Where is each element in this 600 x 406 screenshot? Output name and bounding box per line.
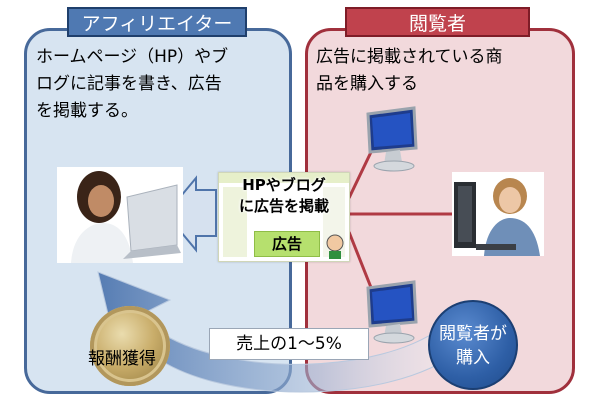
affiliate-title: アフィリエイター <box>67 7 247 37</box>
webpage-caption: HPやブログ に広告を掲載 <box>238 176 329 215</box>
monitor-icon-top <box>362 106 422 172</box>
connector-bottom <box>347 231 374 291</box>
ad-badge: 広告 <box>254 231 320 257</box>
coin-icon <box>90 306 170 386</box>
viewer-person-image <box>452 172 544 256</box>
reward-label: 報酬獲得 <box>88 349 156 369</box>
revenue-share-label: 売上の1～5% <box>209 328 369 360</box>
reward-flow-arrow <box>97 271 471 393</box>
viewer-title: 閲覧者 <box>345 7 530 37</box>
purchase-circle: 閲覧者が 購入 <box>428 300 518 390</box>
affiliate-person-image <box>57 167 183 263</box>
viewer-description: 広告に掲載されている商 品を購入する <box>316 47 503 94</box>
monitor-icon-bottom <box>362 280 422 344</box>
affiliate-description: ホームページ（HP）やブ ログに記事を書き、広告 を掲載する。 <box>36 47 229 121</box>
webpage-with-ad: HPやブログ に広告を掲載 広告 <box>218 172 350 262</box>
connector-top <box>347 149 374 199</box>
